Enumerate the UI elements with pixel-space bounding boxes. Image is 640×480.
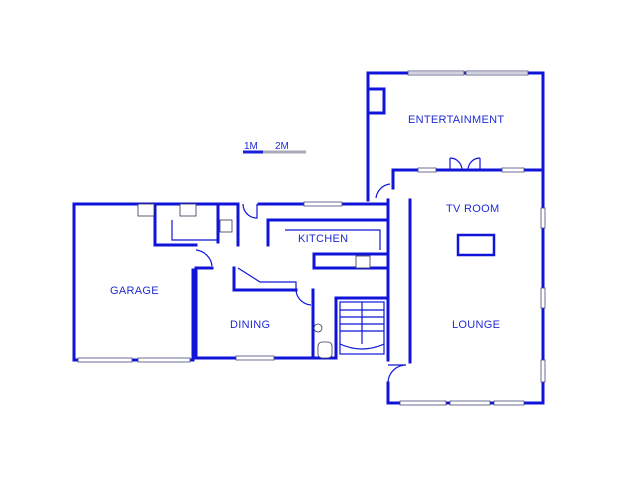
window-lounge-bottom-1 [399, 400, 447, 406]
label-garage: GARAGE [110, 285, 159, 297]
kitchen-counter-line [285, 229, 381, 250]
scale-label-1m: 1M [244, 141, 258, 152]
wall-dining-top [232, 266, 298, 292]
label-dining: DINING [230, 319, 270, 331]
interior-lines [171, 220, 385, 355]
wall-lounge-bottom [386, 381, 545, 405]
door-dining-hall [295, 289, 312, 306]
wall-stair-box [334, 296, 390, 360]
window-tvroom-1 [417, 167, 437, 173]
stair-curve [339, 343, 385, 350]
toilet-icon [317, 341, 333, 359]
basin-icon [313, 323, 323, 333]
staircase [339, 301, 385, 355]
stove-kitchen [355, 255, 371, 269]
label-tv-room: TV ROOM [446, 203, 499, 215]
wall-kitchen-island [312, 252, 390, 270]
door-swing-right [467, 157, 481, 171]
label-entertainment: ENTERTAINMENT [408, 114, 504, 126]
wall-dining-outer [194, 266, 338, 360]
scale-label-2m: 2M [275, 141, 289, 152]
door-kitchen-laundry [242, 203, 258, 219]
window-lounge-bottom-3 [493, 400, 525, 406]
label-lounge: LOUNGE [452, 319, 500, 331]
doors [195, 157, 481, 384]
window-kitchen [303, 201, 343, 207]
double-door-tvroom [449, 157, 481, 171]
fixtures [137, 203, 496, 359]
laundry-counter [171, 220, 218, 241]
window-tvroom-side [540, 207, 546, 229]
window-lounge-side-1 [540, 287, 546, 309]
room-labels: ENTERTAINMENT TV ROOM KITCHEN GARAGE DIN… [110, 114, 504, 331]
window-garage-1 [77, 357, 133, 363]
window-dining [235, 355, 275, 361]
sink-laundry [179, 203, 197, 217]
door-swing-left [449, 157, 463, 171]
window-lounge-bottom-2 [449, 400, 491, 406]
dining-step-line [237, 267, 297, 290]
scale-bar: 1M 2M [243, 141, 306, 154]
windows [77, 70, 546, 406]
wall-entertainment-niche [366, 87, 386, 115]
window-tvroom-2 [501, 167, 525, 173]
wall-garage-outer [72, 202, 157, 362]
door-garage-dining [195, 249, 213, 267]
appliance-laundry [219, 219, 233, 233]
label-kitchen: KITCHEN [298, 233, 348, 245]
sink-garage [137, 203, 155, 217]
wall-kitchen-counter [266, 218, 390, 247]
door-entertainment [375, 183, 391, 199]
coffee-table [456, 233, 496, 257]
door-lounge [387, 364, 407, 384]
window-lounge-side-2 [540, 359, 546, 383]
window-garage-2 [137, 357, 191, 363]
